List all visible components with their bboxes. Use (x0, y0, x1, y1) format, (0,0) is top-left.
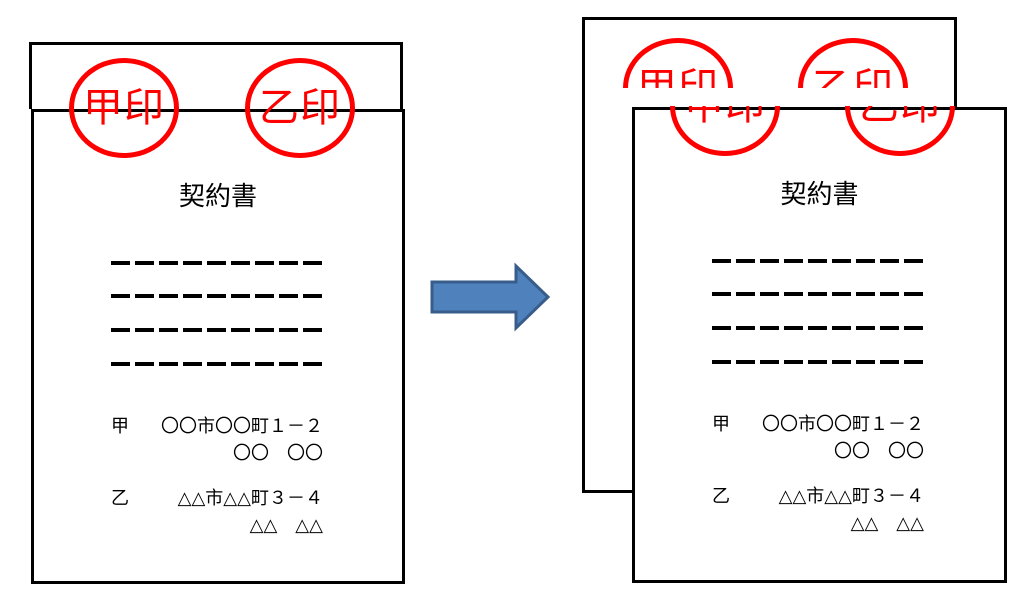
document-title: 契約書 (780, 179, 859, 209)
redacted-text-line (712, 326, 924, 330)
party-otsu-block: 乙 △△市△△町３－４ △△ △△ (111, 485, 323, 539)
redacted-text-line (111, 328, 323, 332)
otsu-seal-bottom-half: 乙印 (845, 84, 955, 156)
party-otsu-block: 乙 △△市△△町３－４ △△ △△ (712, 483, 924, 537)
party-otsu-address: △△市△△町３－４ (778, 486, 924, 506)
redacted-text-line (111, 294, 323, 298)
otsu-seal-top-half: 乙印 (798, 38, 908, 88)
kou-seal-text: 甲印 (684, 84, 766, 128)
party-kou-label: 甲 (111, 416, 129, 436)
document-title: 契約書 (178, 181, 257, 211)
party-otsu-address: △△市△△町３－４ (177, 488, 323, 508)
kou-seal-top-half: 甲印 (623, 38, 733, 88)
party-kou-address: 〇〇市〇〇町１－２ (762, 414, 924, 434)
redacted-text-line (712, 360, 924, 364)
kou-seal-bottom-half: 甲印 (670, 84, 780, 156)
party-otsu-name: △△ △△ (850, 513, 924, 533)
kou-seal-text: 甲印 (83, 86, 165, 130)
kou-seal-stamp: 甲印 (69, 58, 179, 158)
party-kou-block: 甲 〇〇市〇〇町１－２ 〇〇 〇〇 (712, 411, 924, 465)
party-otsu-label: 乙 (111, 488, 129, 508)
redacted-text-line (712, 259, 924, 263)
redacted-text-line (712, 292, 924, 296)
otsu-seal-text: 乙印 (259, 86, 341, 130)
kou-seal-text: 甲印 (623, 38, 733, 88)
party-otsu-label: 乙 (712, 486, 730, 506)
party-otsu-name: △△ △△ (249, 515, 323, 535)
before-front-page: 契約書 甲 〇〇市〇〇町１－２ 〇〇 〇〇 乙 △△市△△町３－４ △△ △△ (31, 109, 405, 584)
process-arrow-icon (425, 258, 555, 334)
party-kou-label: 甲 (712, 414, 730, 434)
otsu-seal-text: 乙印 (859, 84, 941, 128)
redacted-text-line (111, 261, 323, 265)
redacted-text-line (111, 362, 323, 366)
after-front-page: 契約書 甲 〇〇市〇〇町１－２ 〇〇 〇〇 乙 △△市△△町３－４ △△ △△ (632, 107, 1007, 583)
party-kou-address: 〇〇市〇〇町１－２ (161, 416, 323, 436)
otsu-seal-text: 乙印 (798, 38, 908, 88)
party-kou-name: 〇〇 〇〇 (233, 443, 323, 463)
party-kou-block: 甲 〇〇市〇〇町１－２ 〇〇 〇〇 (111, 413, 323, 467)
otsu-seal-stamp: 乙印 (245, 58, 355, 158)
party-kou-name: 〇〇 〇〇 (834, 441, 924, 461)
